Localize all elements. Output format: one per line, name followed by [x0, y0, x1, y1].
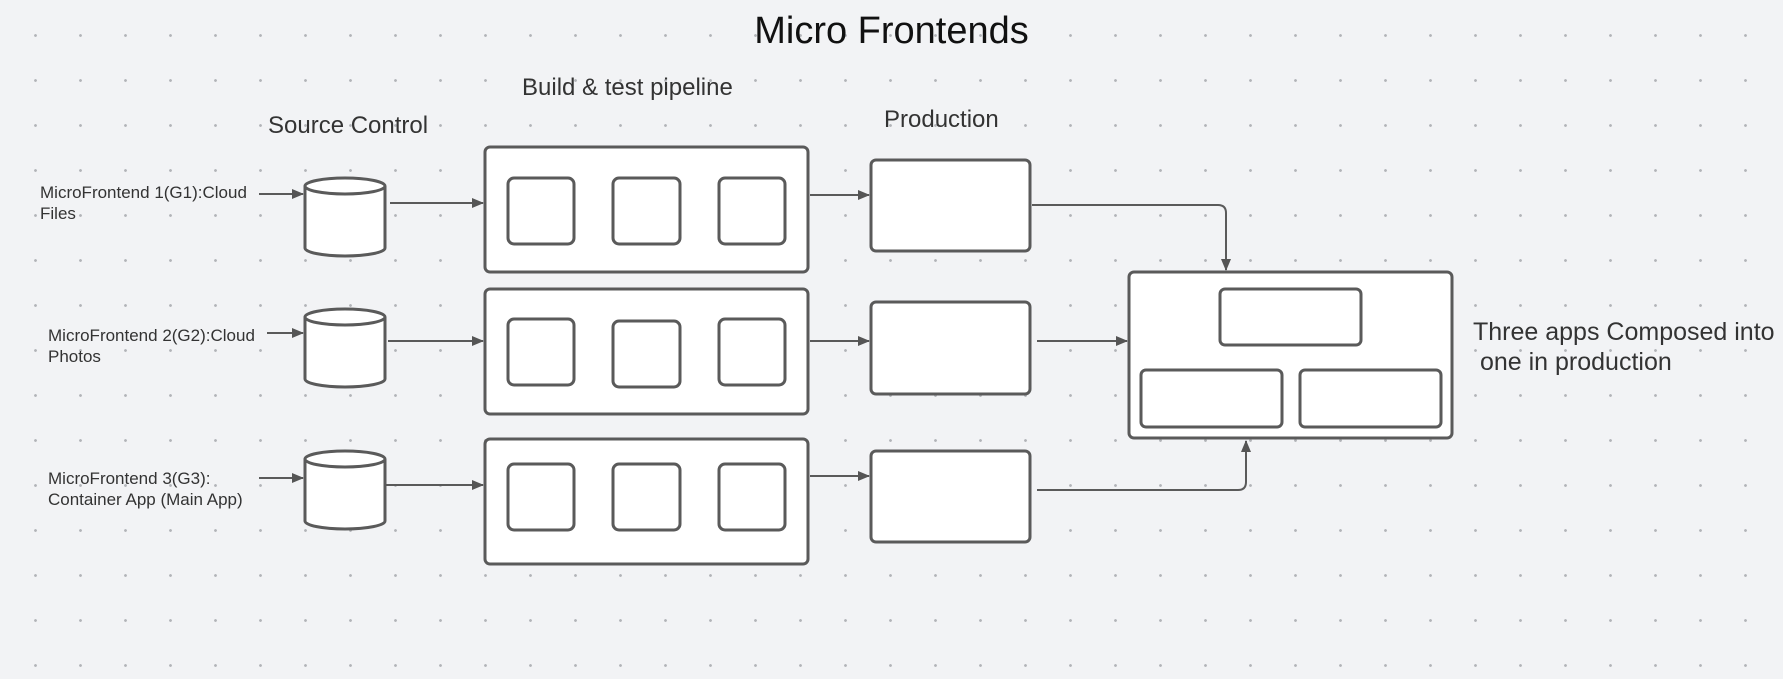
pipeline-step-1-3	[717, 176, 787, 246]
production-box-3	[869, 449, 1032, 544]
composed-app-top-panel	[1218, 287, 1363, 347]
microfrontend-2-label-line1: MicroFrontend 2(G2):Cloud	[48, 326, 255, 345]
pipeline-step-3-1	[506, 462, 576, 532]
composition-note: Three apps Composed into one in producti…	[1473, 317, 1775, 377]
production-box-2	[869, 300, 1032, 396]
stage-label-production: Production	[884, 106, 999, 133]
microfrontend-3-label-line2: Container App (Main App)	[48, 490, 243, 509]
stage-label-source-control: Source Control	[268, 112, 429, 139]
source-repo-2	[303, 307, 387, 389]
source-repo-3	[303, 449, 387, 531]
microfrontend-3-label: MicroFrontend 3(G3): Container App (Main…	[48, 468, 243, 510]
pipeline-step-1-2	[611, 176, 682, 246]
microfrontend-2-label: MicroFrontend 2(G2):Cloud Photos	[48, 325, 255, 367]
microfrontend-1-label: MicroFrontend 1(G1):Cloud Files	[40, 182, 247, 224]
composition-note-line1: Three apps Composed into	[1473, 318, 1775, 346]
pipeline-step-2-1	[506, 317, 576, 387]
source-repo-1	[303, 176, 387, 258]
production-box-1	[869, 158, 1032, 253]
stage-label-pipeline: Build & test pipeline	[522, 74, 733, 101]
microfrontend-3-label-line1: MicroFrontend 3(G3):	[48, 469, 211, 488]
composed-app-left-panel	[1139, 368, 1284, 429]
microfrontend-1-label-line1: MicroFrontend 1(G1):Cloud	[40, 183, 247, 202]
pipeline-step-1-1	[506, 176, 576, 246]
microfrontend-2-label-line2: Photos	[48, 347, 101, 366]
diagram-title: Micro Frontends	[754, 10, 1029, 52]
composed-app-right-panel	[1298, 368, 1443, 429]
arrow-production3-to-composed	[1037, 440, 1251, 491]
pipeline-step-2-2	[611, 319, 682, 389]
pipeline-step-3-3	[717, 462, 787, 532]
microfrontend-1-label-line2: Files	[40, 204, 76, 223]
pipeline-step-3-2	[611, 462, 682, 532]
composition-note-line2: one in production	[1473, 348, 1672, 376]
pipeline-step-2-3	[717, 317, 787, 387]
arrow-production1-to-composed	[1032, 204, 1231, 271]
